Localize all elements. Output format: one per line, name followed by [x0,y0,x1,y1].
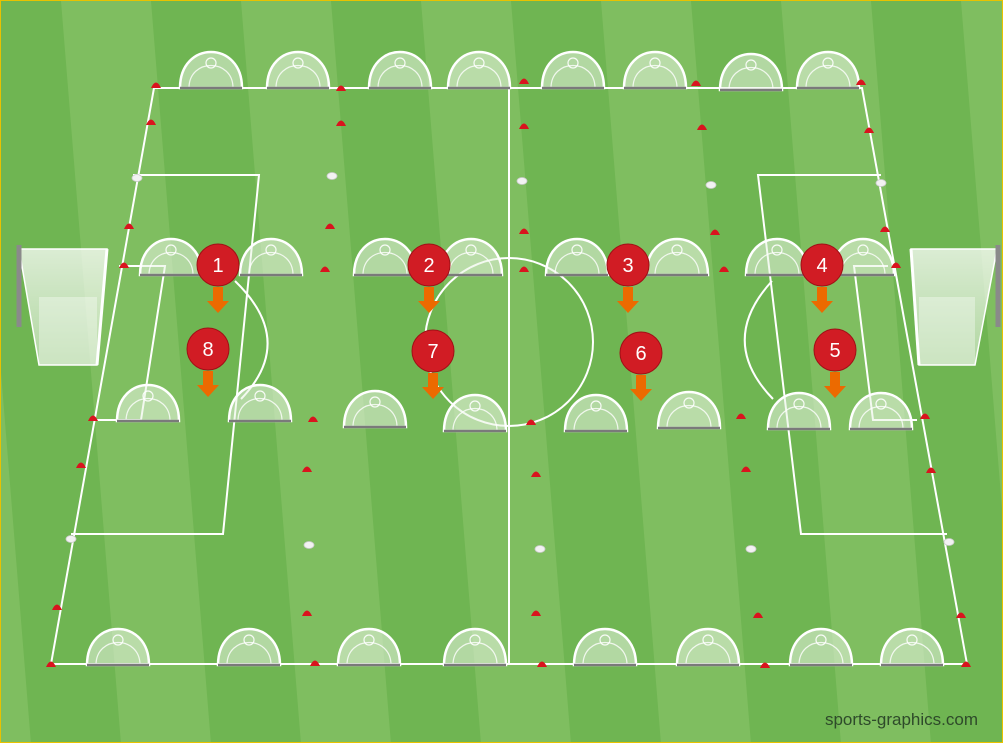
flat-disc-icon [132,175,142,182]
station-badge-5: 5 [814,329,856,371]
flat-disc-icon [944,539,954,546]
flat-disc-icon [66,536,76,543]
station-badge-8: 8 [187,328,229,370]
station-number: 1 [212,255,223,277]
station-number: 2 [423,255,434,277]
station-badge-3: 3 [607,244,649,286]
watermark: sports-graphics.com [825,710,978,730]
station-badge-7: 7 [412,330,454,372]
station-badge-1: 1 [197,244,239,286]
station-number: 7 [427,341,438,363]
flat-disc-icon [746,546,756,553]
flat-disc-icon [706,182,716,189]
station-badge-4: 4 [801,244,843,286]
station-number: 5 [829,340,840,362]
station-badge-2: 2 [408,244,450,286]
flat-disc-icon [327,173,337,180]
flat-disc-icon [304,542,314,549]
flat-disc-icon [876,180,886,187]
flat-disc-icon [535,546,545,553]
station-number: 4 [816,255,827,277]
station-number: 6 [635,343,646,365]
station-badge-6: 6 [620,332,662,374]
flat-disc-icon [517,178,527,185]
station-number: 8 [202,339,213,361]
station-number: 3 [622,255,633,277]
